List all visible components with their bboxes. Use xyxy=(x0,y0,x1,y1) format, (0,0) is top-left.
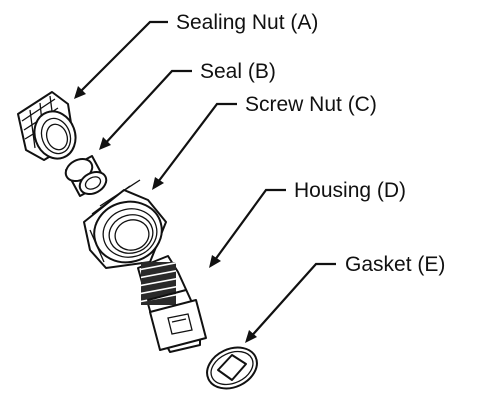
sealing-nut-part xyxy=(17,91,77,161)
housing-part xyxy=(137,255,207,353)
label-seal: Seal (B) xyxy=(200,60,276,83)
leader-arrow-a xyxy=(74,20,168,99)
leader-arrow-c xyxy=(152,102,237,190)
leader-arrow-b xyxy=(99,69,192,150)
screw-nut-part xyxy=(83,179,167,269)
label-gasket: Gasket (E) xyxy=(345,253,445,276)
label-sealing-nut: Sealing Nut (A) xyxy=(176,11,318,34)
gasket-part xyxy=(206,346,258,390)
seal-part xyxy=(64,155,108,197)
label-screw-nut: Screw Nut (C) xyxy=(245,93,377,116)
leader-arrow-d xyxy=(209,188,286,268)
label-housing: Housing (D) xyxy=(294,179,406,202)
leader-arrow-e xyxy=(245,262,336,343)
